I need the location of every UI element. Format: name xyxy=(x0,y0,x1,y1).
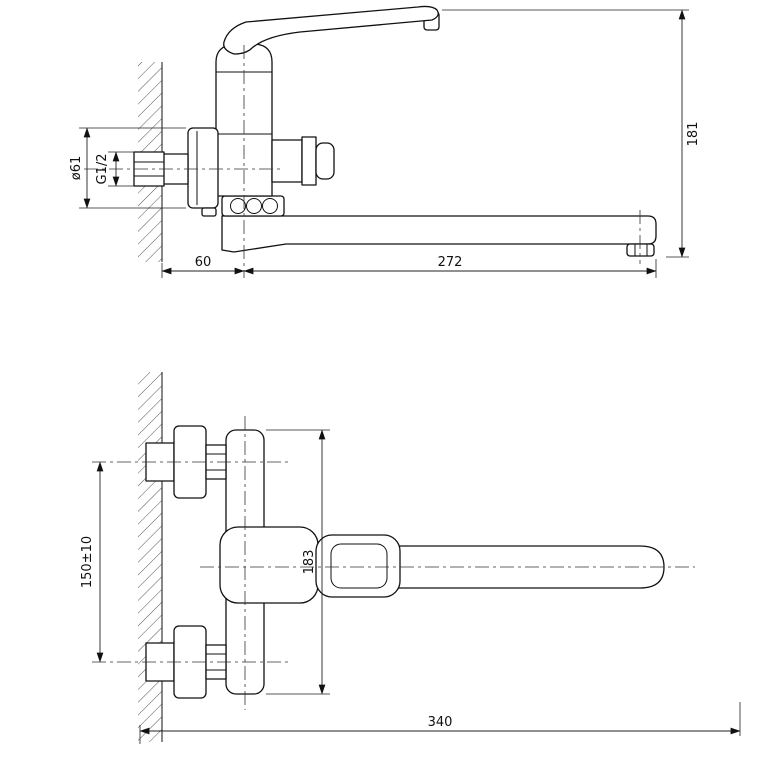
dim-label-spout-reach: 272 xyxy=(438,255,463,270)
front-view: 150±10 183 340 xyxy=(80,372,741,744)
escutcheon-foot xyxy=(201,207,217,217)
dim-label-inlet-spacing: 150±10 xyxy=(80,536,95,588)
dim-label-diameter: ø61 xyxy=(69,156,84,181)
dim-label-total-reach: 340 xyxy=(428,715,453,730)
handle-front-inner xyxy=(330,543,388,589)
dim-label-thread: G1/2 xyxy=(95,154,110,185)
aerator-side xyxy=(626,243,655,257)
handle-front-outer xyxy=(315,534,401,598)
dim-label-height: 181 xyxy=(686,122,701,147)
spout-side xyxy=(221,215,657,253)
escutcheon-side xyxy=(187,127,219,209)
collar-hole xyxy=(246,198,262,214)
side-view: ø61 G1/2 181 60 272 xyxy=(69,5,701,278)
dimension-total-reach: 340 xyxy=(139,702,741,744)
dimension-offset-and-reach: 60 272 xyxy=(161,255,657,278)
collar-hole xyxy=(230,198,246,214)
collar-hole xyxy=(262,198,278,214)
dim-label-body-height: 183 xyxy=(302,550,317,575)
dimension-body-height: 183 xyxy=(266,429,330,695)
diverter-cap xyxy=(315,142,335,180)
dimension-diameter-61: ø61 xyxy=(69,127,186,209)
dimension-inlet-spacing: 150±10 xyxy=(80,461,104,663)
dim-label-wall-offset: 60 xyxy=(195,255,212,270)
wall-hatching-front xyxy=(138,372,162,742)
dimension-height-181: 181 xyxy=(442,9,701,258)
diverter-base xyxy=(271,139,303,183)
lever-handle-side xyxy=(223,5,439,55)
diverter-ring xyxy=(301,136,317,186)
dimension-thread-g12: G1/2 xyxy=(95,151,134,187)
